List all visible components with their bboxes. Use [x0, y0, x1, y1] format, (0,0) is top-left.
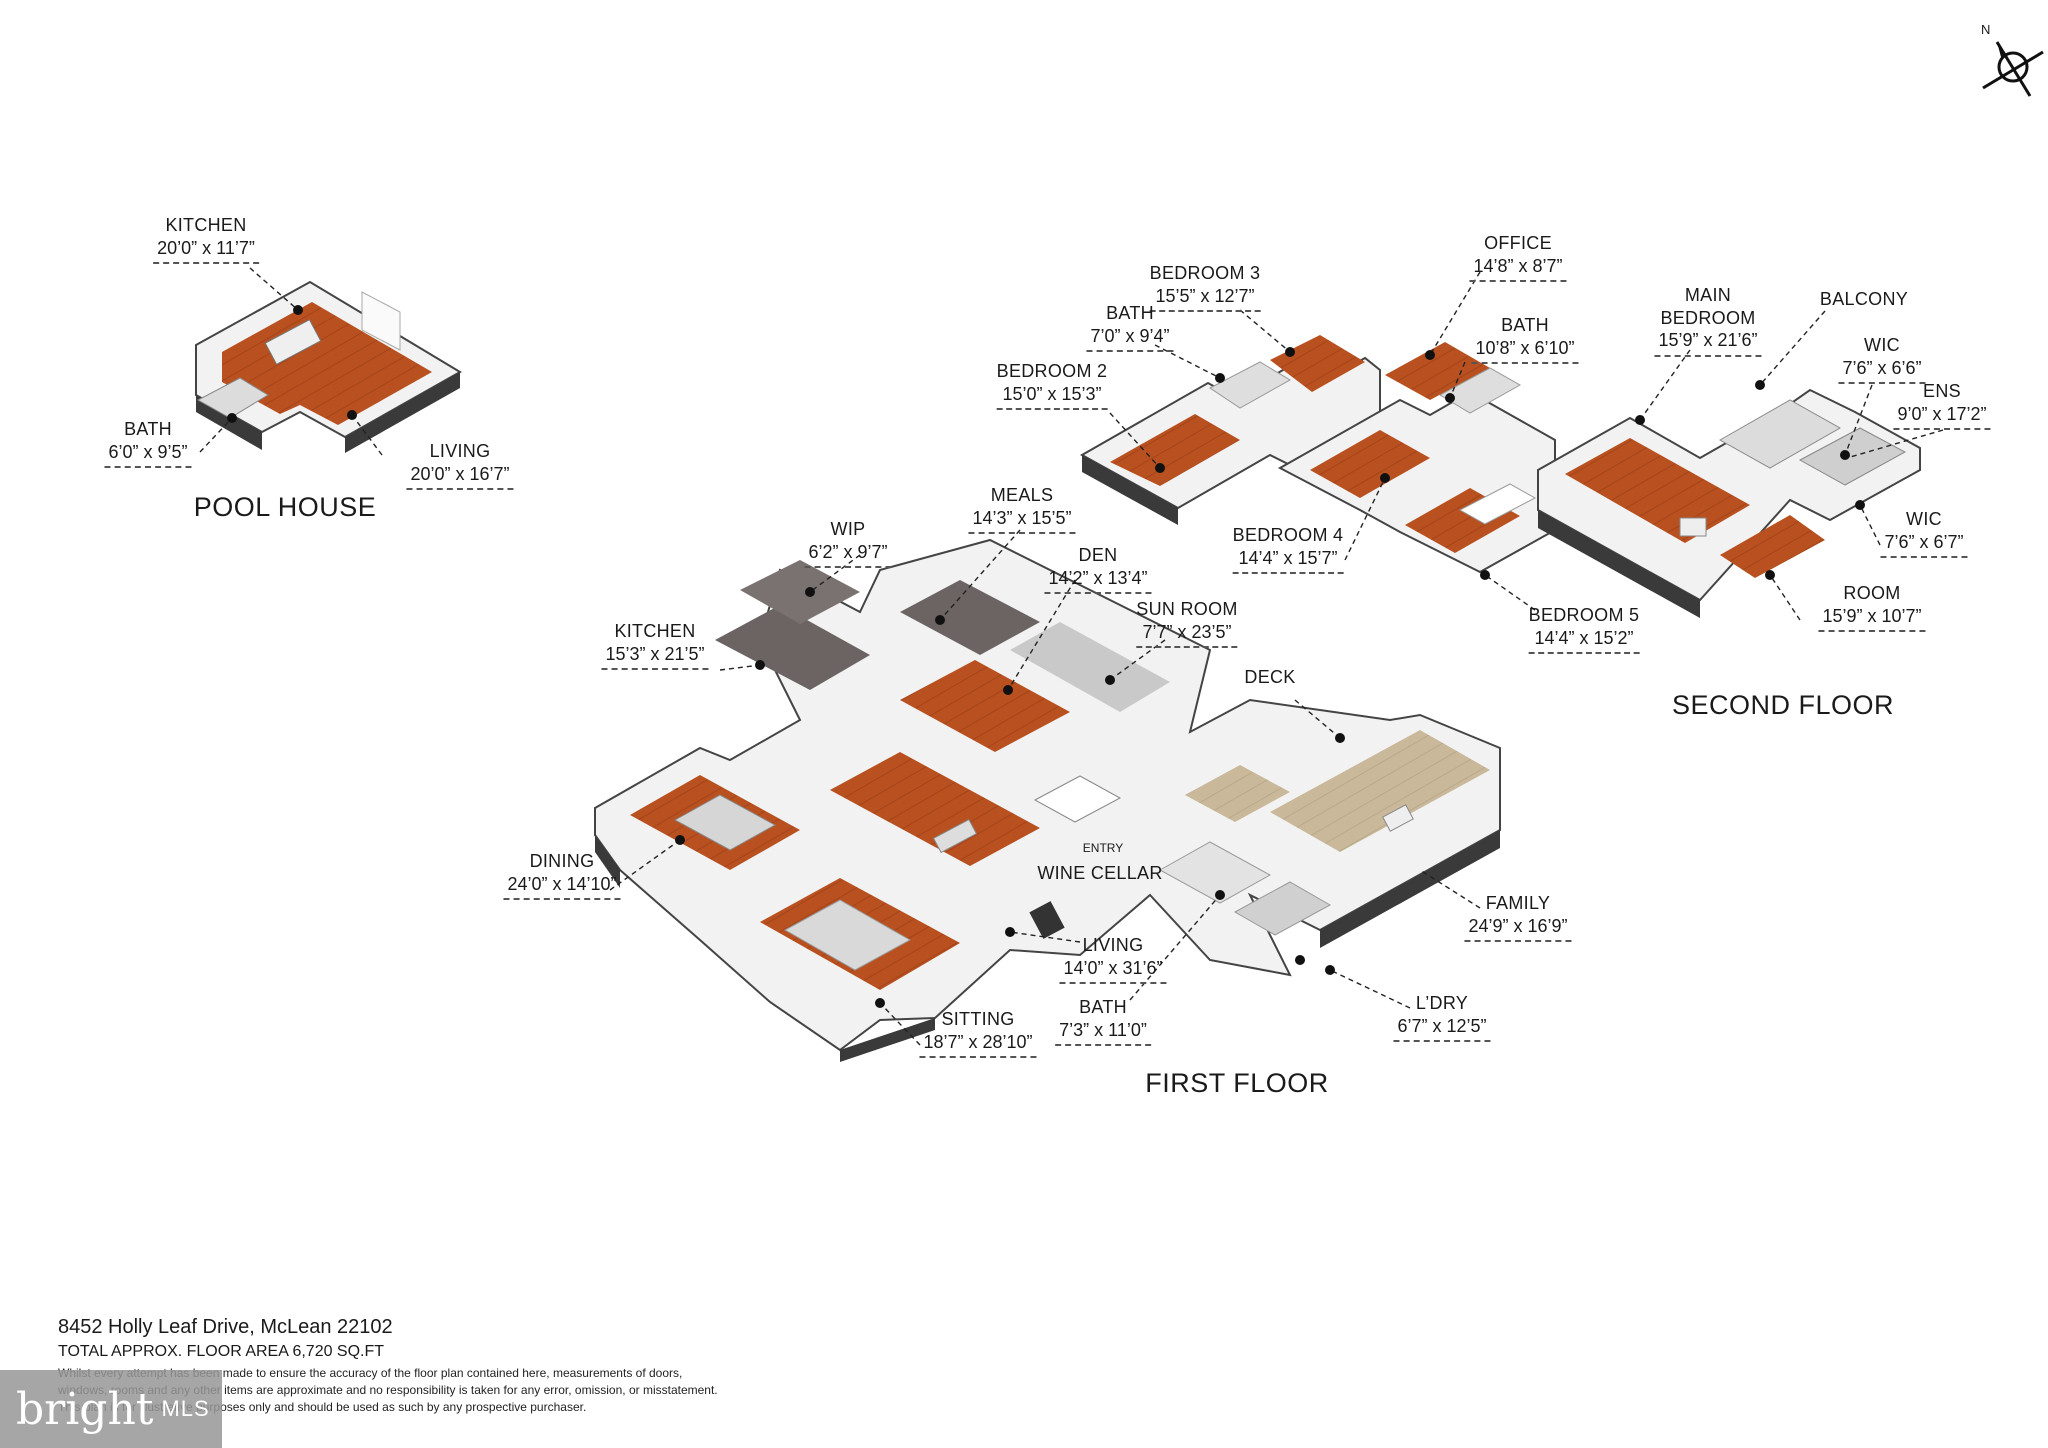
total-floor-area: TOTAL APPROX. FLOOR AREA 6,720 SQ.FT — [58, 1343, 385, 1360]
entry-label: ENTRY — [1082, 841, 1124, 855]
room-label-pool-kitchen: KITCHEN 20’0” x 11’7” — [153, 214, 259, 264]
room-label-room: ROOM 15’9” x 10’7” — [1818, 582, 1926, 632]
room-label-deck: DECK — [1244, 667, 1296, 687]
room-label-bath-second-2: BATH 10’8” x 6’10” — [1471, 314, 1579, 364]
room-label-main-bedroom: MAIN BEDROOM 15’9” x 21’6” — [1654, 284, 1762, 357]
room-label-pool-bath: BATH 6’0” x 9’5” — [104, 418, 192, 468]
first-floor-plan — [594, 538, 1501, 1062]
room-label-laundry: L’DRY 6’7” x 12’5” — [1393, 992, 1491, 1042]
room-label-den: DEN 14’2” x 13’4” — [1044, 544, 1152, 594]
room-label-family: FAMILY 24’9” x 16’9” — [1464, 892, 1572, 942]
compass-needle-icon — [1982, 41, 2044, 97]
label-leaders — [199, 267, 1944, 1046]
pool-house-plan — [195, 280, 462, 453]
room-marker-dots — [227, 305, 1865, 1008]
watermark-brand: bright — [16, 1383, 154, 1435]
room-label-bath-second-1: BATH 7’0” x 9’4” — [1086, 302, 1174, 352]
floor-title-second-floor: SECOND FLOOR — [1671, 690, 1895, 720]
room-label-office: OFFICE 14’8” x 8’7” — [1469, 232, 1567, 282]
north-label: N — [1981, 22, 1991, 37]
floor-title-pool-house: POOL HOUSE — [193, 492, 377, 522]
property-address: 8452 Holly Leaf Drive, McLean 22102 — [58, 1316, 393, 1338]
room-label-wine-cellar: WINE CELLAR — [1037, 863, 1163, 883]
room-label-first-living: LIVING 14’0” x 31’6” — [1059, 934, 1167, 984]
room-label-pool-living: LIVING 20’0” x 16’7” — [406, 440, 514, 490]
room-label-ensuite: ENS 9’0” x 17’2” — [1893, 380, 1991, 430]
room-label-meals: MEALS 14’3” x 15’5” — [968, 484, 1076, 534]
room-label-bedroom-4: BEDROOM 4 14’4” x 15’7” — [1232, 524, 1344, 574]
room-label-dining: DINING 24’0” x 14’10” — [503, 850, 621, 900]
room-label-first-bath: BATH 7’3” x 11’0” — [1055, 996, 1151, 1046]
floor-title-first-floor: FIRST FLOOR — [1145, 1068, 1329, 1098]
room-label-wic-2: WIC 7’6” x 6’7” — [1880, 508, 1968, 558]
second-floor-plan — [1079, 335, 1921, 618]
room-label-sun-room: SUN ROOM 7’7” x 23’5” — [1136, 598, 1238, 648]
room-label-wip: WIP 6’2” x 9’7” — [804, 518, 892, 568]
room-label-balcony: BALCONY — [1819, 289, 1909, 309]
room-label-sitting: SITTING 18’7” x 28’10” — [919, 1008, 1037, 1058]
room-label-bedroom-2: BEDROOM 2 15’0” x 15’3” — [996, 360, 1108, 410]
room-label-wic-1: WIC 7’6” x 6’6” — [1838, 334, 1926, 384]
compass-rose-icon: N — [1975, 22, 2045, 102]
bright-mls-watermark: bright MLS — [0, 1370, 222, 1448]
room-label-bedroom-5: BEDROOM 5 14’4” x 15’2” — [1528, 604, 1640, 654]
watermark-suffix: MLS — [161, 1396, 210, 1421]
room-label-first-kitchen: KITCHEN 15’3” x 21’5” — [601, 620, 709, 670]
room-label-bedroom-3: BEDROOM 3 15’5” x 12’7” — [1149, 262, 1261, 312]
